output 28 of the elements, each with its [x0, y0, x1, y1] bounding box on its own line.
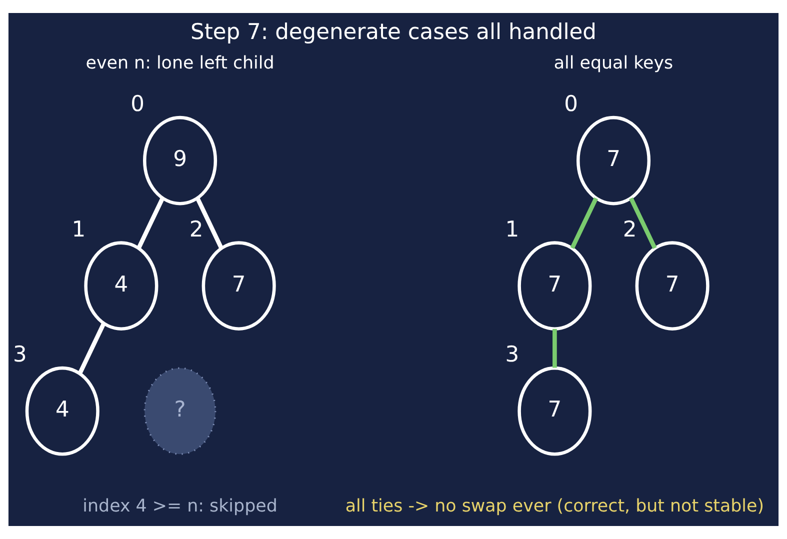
node-label: 2 [189, 217, 204, 242]
connector [78, 322, 106, 374]
node-ellipse: 7 [518, 366, 592, 456]
connector [570, 197, 598, 250]
node-label: 1 [72, 217, 86, 242]
node-label: 3 [12, 342, 27, 368]
node-label: 0 [564, 92, 578, 118]
label: even n: lone left child [86, 53, 274, 74]
node-label: 1 [505, 217, 520, 242]
node-label: 2 [622, 217, 637, 242]
connector [552, 328, 557, 368]
connector [136, 197, 164, 250]
label: index 4 >= n: skipped [82, 496, 278, 517]
diagram-title: Step 7: degenerate cases all handled [190, 20, 596, 46]
node-ellipse: ? [144, 367, 216, 455]
node-ellipse: 7 [576, 116, 651, 206]
connector [629, 197, 657, 250]
node-ellipse: 7 [202, 241, 276, 330]
node-label: 0 [130, 92, 144, 118]
label: all equal keys [554, 53, 674, 74]
node-ellipse: 7 [635, 241, 710, 330]
label: all ties -> no swap ever (correct, but not stable) [345, 496, 764, 517]
node-ellipse: 9 [143, 116, 218, 206]
connector [196, 197, 224, 250]
node-ellipse: 7 [518, 241, 592, 330]
node-ellipse: 4 [25, 366, 100, 456]
node-ellipse: 4 [84, 241, 158, 330]
node-label: 3 [505, 342, 520, 368]
